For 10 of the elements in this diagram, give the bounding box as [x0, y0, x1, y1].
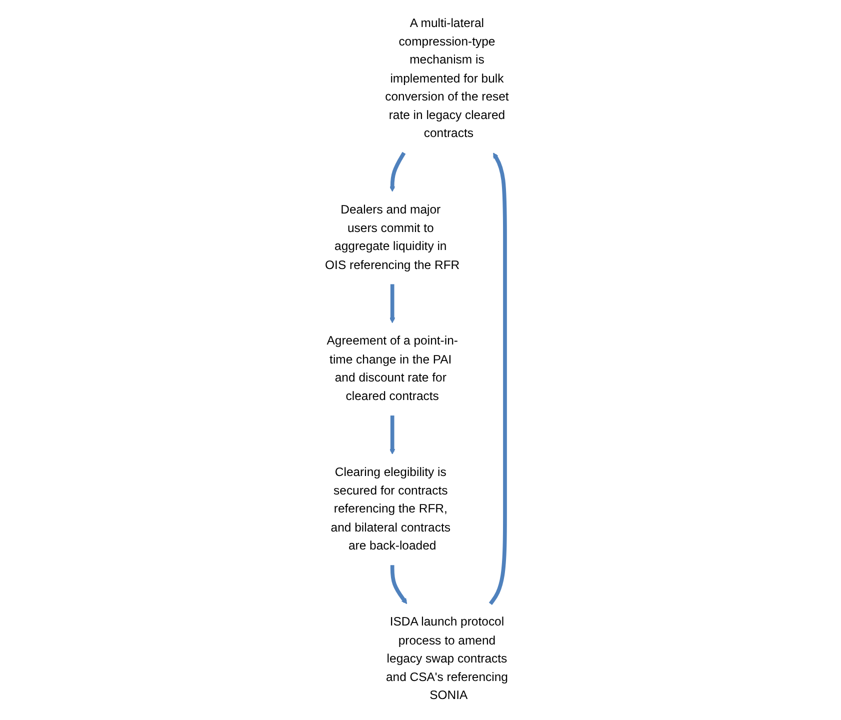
node-text: A multi-lateral compression-type mechanism is implemented for bulk conversion of the reset rate in legacy cleared contracts: [385, 16, 509, 140]
node-text: ISDA launch protocol process to amend legacy swap contracts and CSA's referencing SONIA: [386, 615, 508, 702]
arrow: [390, 152, 406, 192]
arrow: [390, 284, 396, 324]
arrow: [488, 152, 507, 605]
arrow: [390, 416, 396, 454]
node-text: Clearing elegibility is secured for contracts referencing the RFR, and bilateral contracts are back-loaded: [330, 466, 450, 553]
node-text: Agreement of a point-in-time change in the PAI and discount rate for cleared contracts: [326, 334, 458, 403]
node-text: Dealers and major users commit to aggregate liquidity in OIS referencing the RFR: [325, 203, 460, 272]
arrow: [390, 565, 408, 604]
